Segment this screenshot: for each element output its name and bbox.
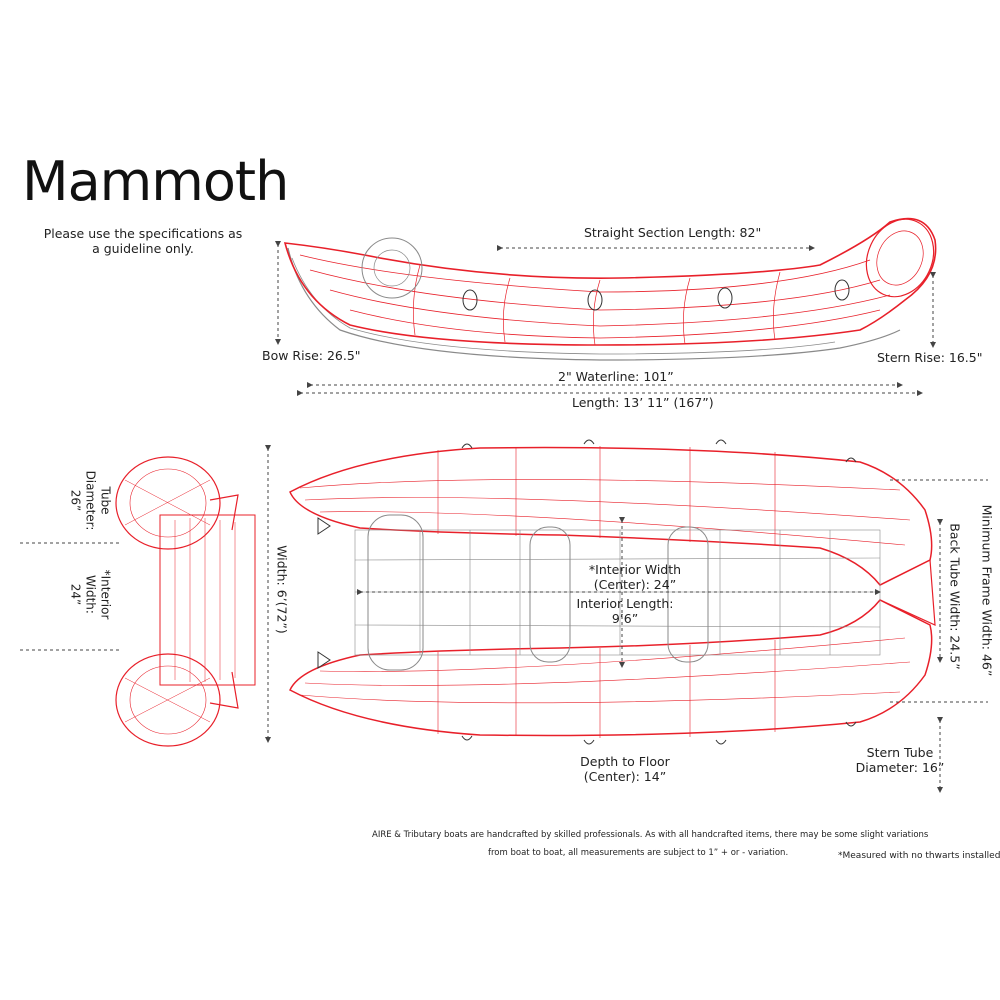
- interior-width-label: *Interior Width: 24”: [68, 569, 113, 620]
- disclaimer-line-1: AIRE & Tributary boats are handcrafted b…: [372, 830, 929, 840]
- interior-length-label: Interior Length: 9’6”: [576, 596, 674, 626]
- stern-rise-label: Stern Rise: 16.5": [877, 350, 983, 365]
- stern-tube-diameter-label: Stern Tube Diameter: 16”: [855, 745, 945, 775]
- guideline-line-2: a guideline only.: [92, 241, 194, 256]
- side-view-drawing: [275, 217, 937, 396]
- tube-diameter-label: Tube Diameter: 26”: [68, 470, 113, 531]
- back-tube-width-label: Back Tube Width: 24.5”: [947, 523, 963, 670]
- top-view-drawing: [289, 439, 988, 793]
- width-label: Width: 6’(72”): [274, 545, 290, 634]
- bow-rise-label: Bow Rise: 26.5": [262, 348, 361, 363]
- front-view-drawing: [20, 445, 271, 747]
- guideline-line-1: Please use the specifications as: [43, 226, 243, 241]
- guideline-note: Please use the specifications as a guide…: [28, 226, 258, 256]
- disclaimer-line-2: from boat to boat, all measurements are …: [488, 848, 789, 858]
- interior-width-center-label: *Interior Width (Center): 24”: [588, 562, 682, 592]
- length-label: Length: 13’ 11” (167”): [572, 395, 714, 410]
- depth-to-floor-label: Depth to Floor (Center): 14”: [580, 754, 670, 784]
- thwart-note: *Measured with no thwarts installed: [838, 851, 1000, 861]
- waterline-label: 2" Waterline: 101”: [558, 369, 674, 384]
- straight-section-label: Straight Section Length: 82": [584, 225, 762, 240]
- page-title: Mammoth: [22, 150, 289, 213]
- min-frame-width-label: Minimum Frame Width: 46”: [979, 504, 995, 677]
